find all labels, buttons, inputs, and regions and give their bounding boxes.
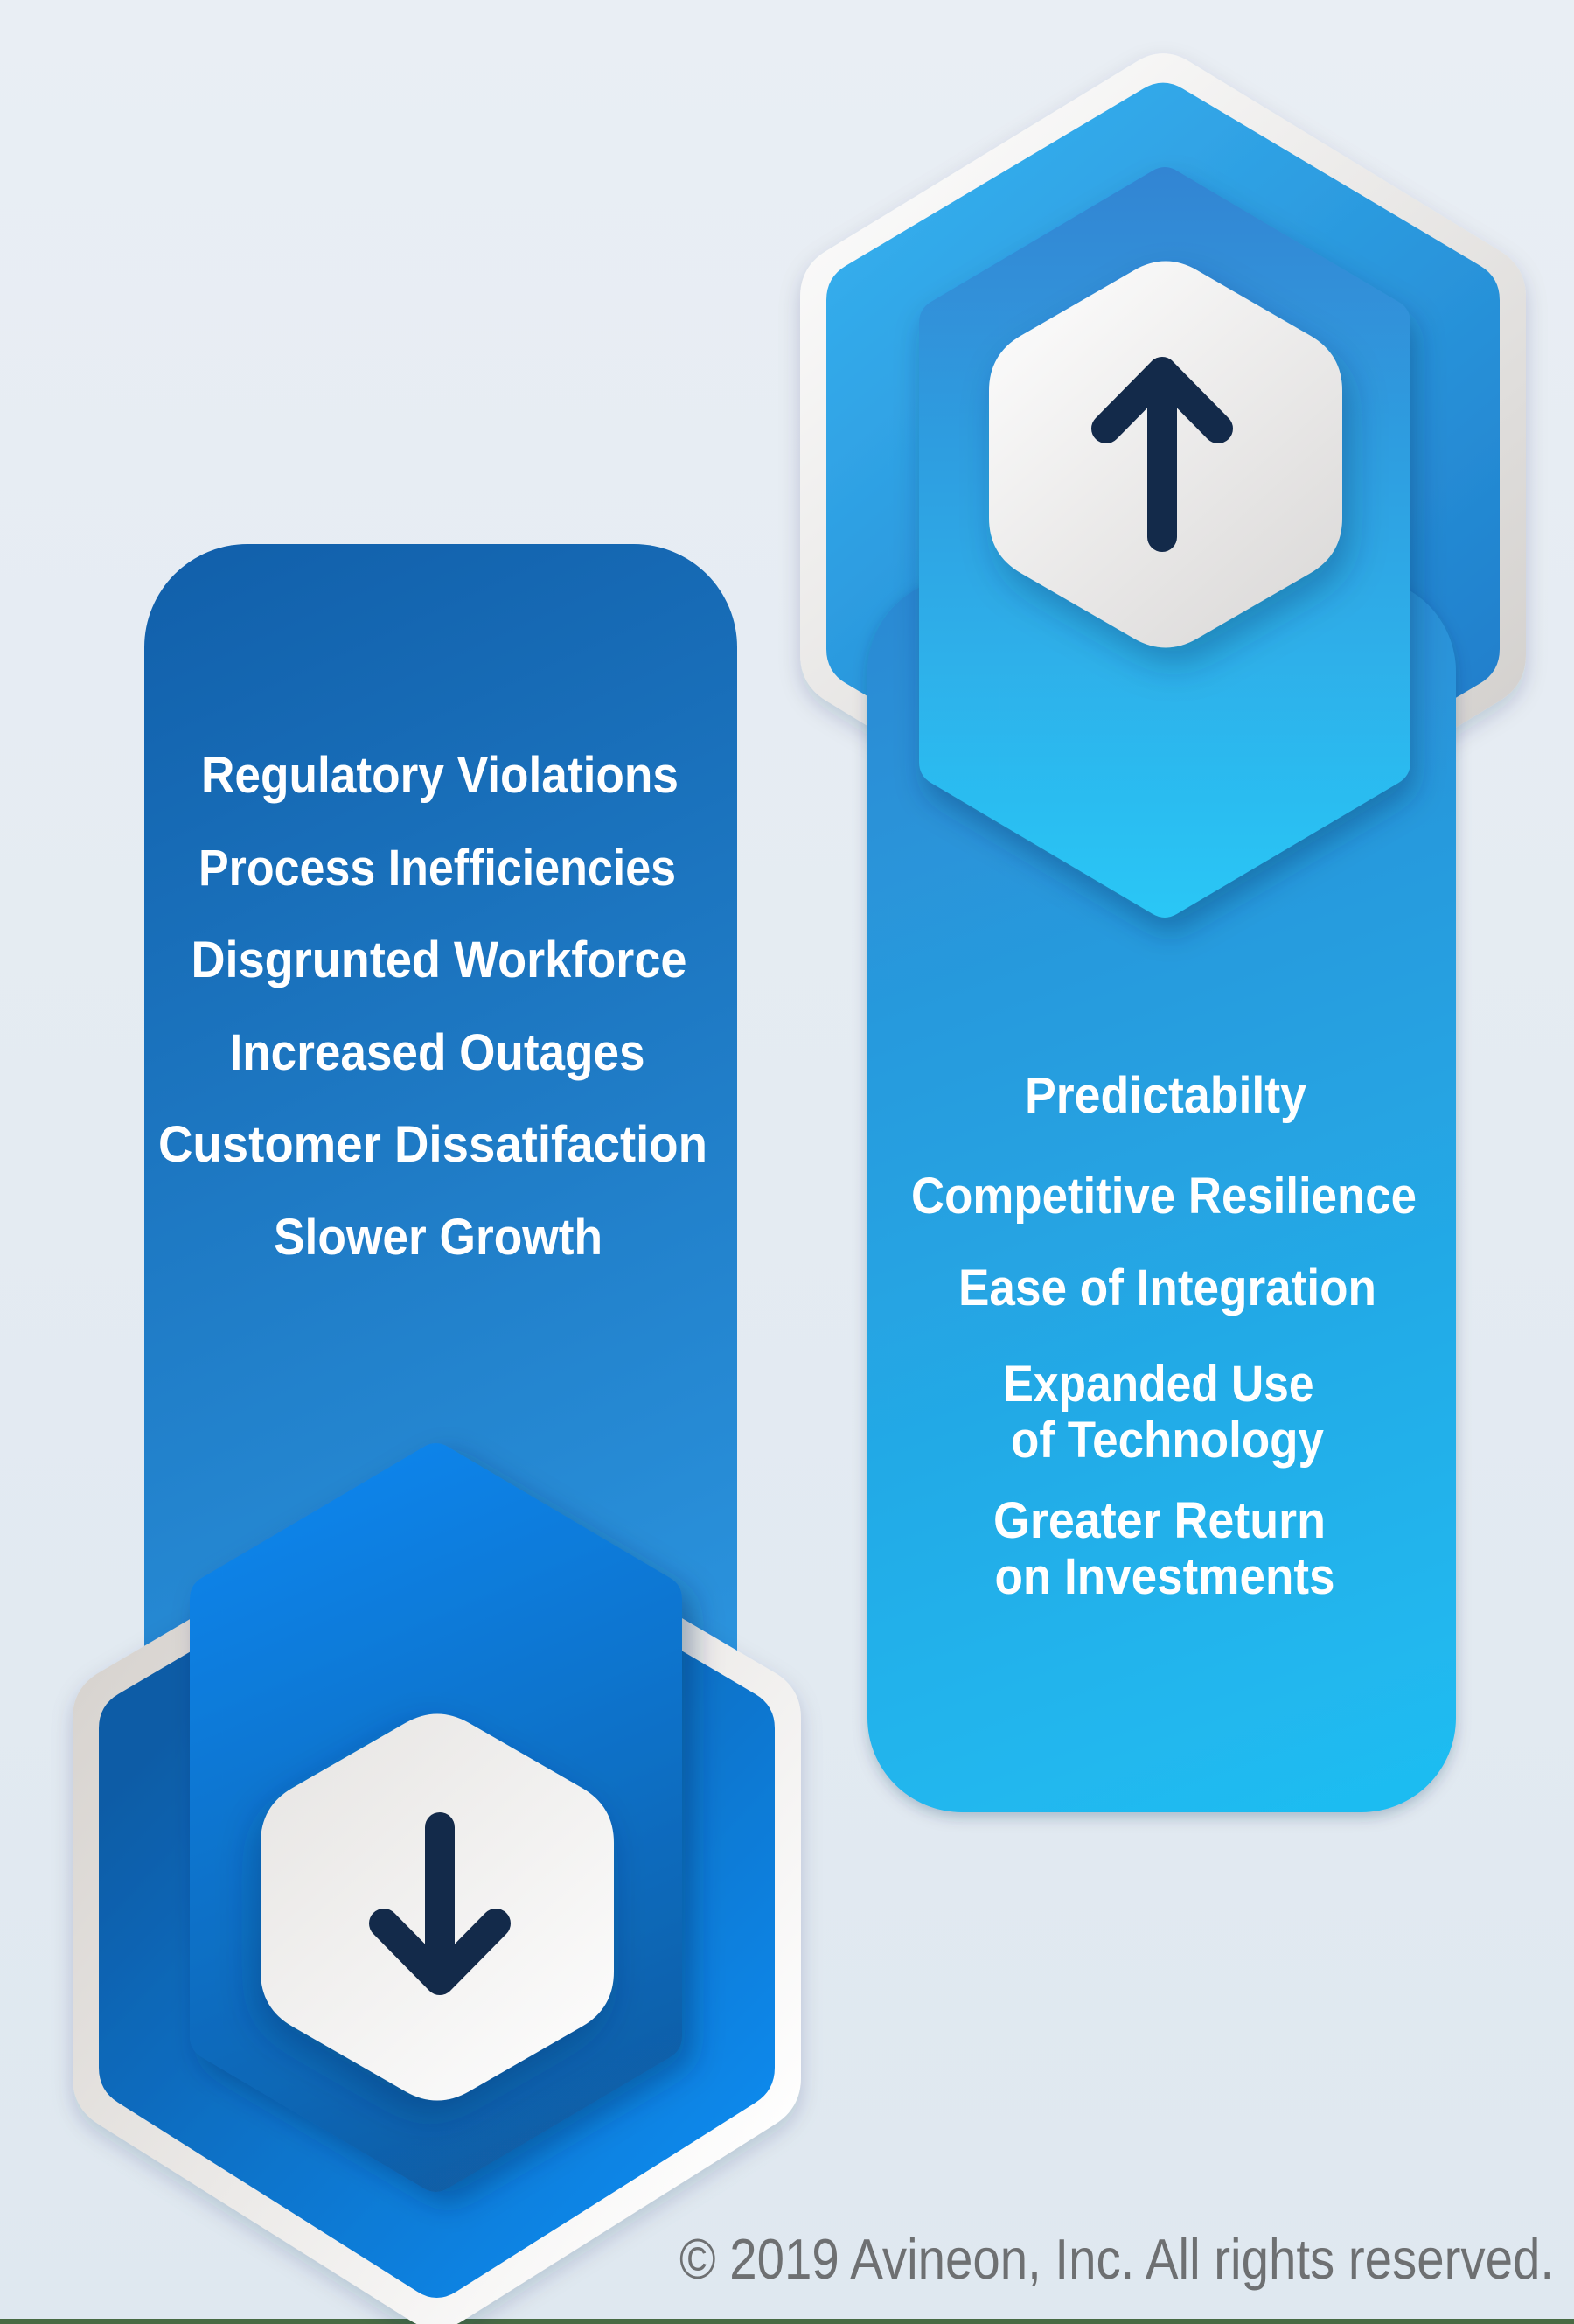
- svg-text:of Technology: of Technology: [1011, 1412, 1324, 1469]
- svg-text:Competitive Resilience: Competitive Resilience: [911, 1168, 1417, 1225]
- svg-text:Greater Return: Greater Return: [993, 1492, 1326, 1549]
- svg-text:Increased Outages: Increased Outages: [230, 1024, 645, 1081]
- svg-text:on Investments: on Investments: [995, 1548, 1335, 1605]
- svg-text:Expanded Use: Expanded Use: [1004, 1356, 1314, 1413]
- svg-text:Ease of Integration: Ease of Integration: [958, 1260, 1376, 1316]
- svg-text:Disgrunted Workforce: Disgrunted Workforce: [192, 932, 687, 988]
- svg-text:Slower Growth: Slower Growth: [274, 1209, 602, 1266]
- svg-text:Regulatory Violations: Regulatory Violations: [201, 747, 679, 804]
- svg-text:Predictabilty: Predictabilty: [1025, 1067, 1306, 1124]
- svg-text:Customer Dissatifaction: Customer Dissatifaction: [158, 1116, 707, 1173]
- svg-text:© 2019 Avineon, Inc. All right: © 2019 Avineon, Inc. All rights reserved…: [679, 2227, 1554, 2291]
- svg-text:Process Inefficiencies: Process Inefficiencies: [198, 840, 676, 897]
